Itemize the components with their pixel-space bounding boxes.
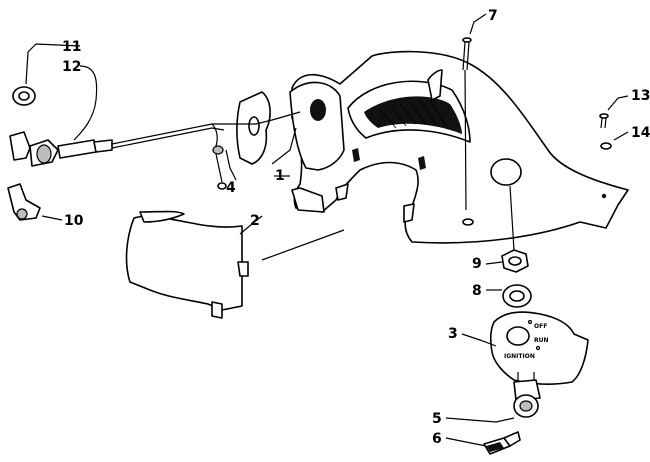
nut-9 [501, 185, 529, 273]
callout-9: 9 [472, 256, 482, 272]
callout-7: 7 [488, 8, 498, 24]
leader-lines [25, 13, 629, 447]
callout-8: 8 [472, 283, 482, 299]
ignition-plate: OFF RUN IGNITION [489, 311, 589, 385]
lock-washer-8 [502, 284, 532, 308]
trim-panel [125, 210, 249, 319]
cavity-shading [379, 99, 447, 129]
callout-13: 13 [631, 88, 650, 104]
callout-2: 2 [250, 213, 260, 229]
callout-12: 12 [62, 59, 81, 75]
choke-nut [12, 86, 36, 106]
bracket-plate [236, 91, 271, 165]
callout-4: 4 [226, 180, 236, 196]
callout-5: 5 [432, 411, 442, 427]
connector-6 [483, 431, 521, 455]
callout-1: 1 [275, 168, 285, 184]
choke-knob-assembly [9, 131, 113, 167]
callouts: 1 2 3 4 5 6 7 8 9 10 11 12 13 14 [62, 8, 650, 447]
washer-14 [600, 142, 612, 150]
screw-13 [599, 113, 609, 129]
callout-10: 10 [64, 213, 84, 229]
plate-run-text: RUN [534, 337, 549, 344]
choke-cable [111, 111, 301, 190]
screw-7 [462, 37, 472, 211]
plate-off-text: OFF [534, 323, 547, 330]
choke-lever [7, 183, 41, 221]
callout-6: 6 [432, 431, 442, 447]
ignition-switch [513, 372, 541, 418]
plate-ignition-text: IGNITION [504, 353, 535, 360]
console-housing [289, 50, 629, 244]
phantom-line [261, 229, 345, 261]
callout-14: 14 [631, 125, 650, 141]
callout-11: 11 [62, 39, 81, 55]
callout-3: 3 [448, 326, 458, 342]
